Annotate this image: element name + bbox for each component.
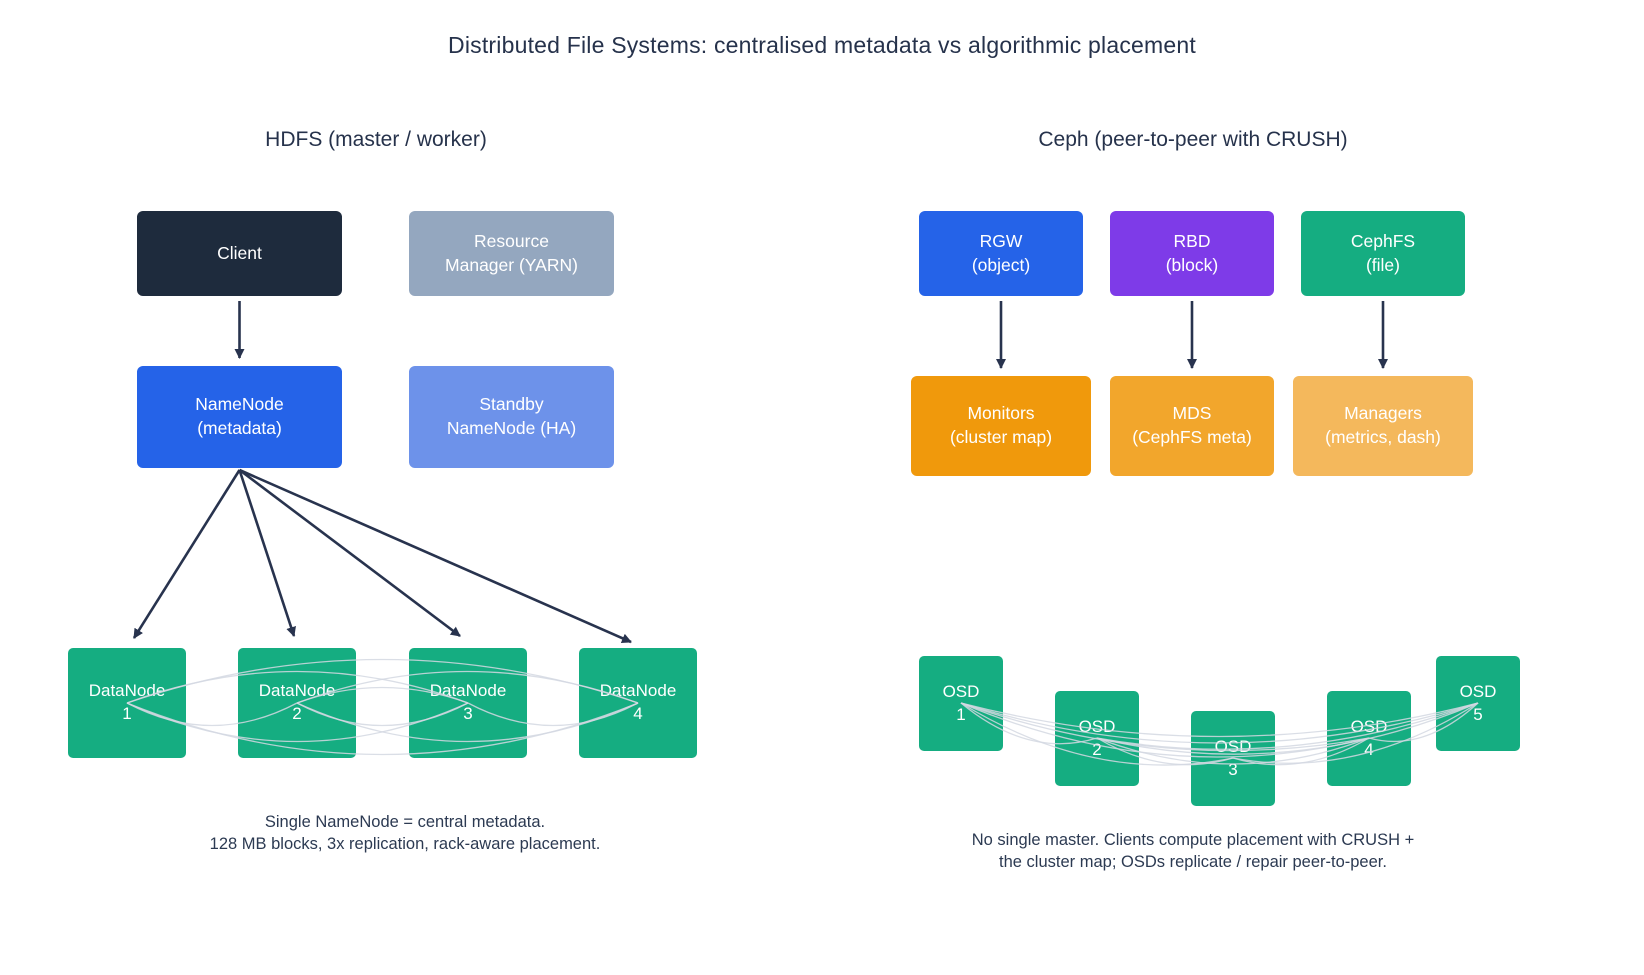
- datanode-mesh-lines: [126, 658, 639, 756]
- node-osd-5: OSD 5: [1436, 656, 1520, 751]
- arrow-namenode-to-datanode-2: [238, 469, 296, 637]
- node-osd-2: OSD 2: [1055, 691, 1139, 786]
- hdfs-section-heading: HDFS (master / worker): [265, 128, 487, 151]
- hdfs-caption: Single NameNode = central metadata. 128 …: [209, 813, 601, 853]
- ceph-section-heading: Ceph (peer-to-peer with CRUSH): [1038, 128, 1348, 151]
- node-rgw: RGW (object): [919, 211, 1083, 296]
- node-namenode: NameNode (metadata): [137, 366, 342, 468]
- node-datanode-4: DataNode 4: [579, 648, 697, 758]
- ceph-caption: No single master. Clients compute placem…: [971, 831, 1415, 871]
- arrow-namenode-to-datanode-1: [132, 469, 241, 639]
- ceph-arrows: [996, 301, 1388, 369]
- node-osd-1: OSD 1: [919, 656, 1003, 751]
- hdfs-arrows: [132, 301, 632, 644]
- node-resource-manager: Resource Manager (YARN): [409, 211, 614, 296]
- node-osd-4: OSD 4: [1327, 691, 1411, 786]
- node-client: Client: [137, 211, 342, 296]
- arrow-namenode-to-datanode-4: [238, 468, 632, 644]
- diagram-title: Distributed File Systems: centralised me…: [448, 32, 1196, 58]
- node-osd-3: OSD 3: [1191, 711, 1275, 806]
- node-mds: MDS (CephFS meta): [1110, 376, 1274, 476]
- arrow-namenode-to-datanode-3: [238, 468, 461, 638]
- node-cephfs: CephFS (file): [1301, 211, 1465, 296]
- node-datanode-3: DataNode 3: [409, 648, 527, 758]
- node-datanode-2: DataNode 2: [238, 648, 356, 758]
- node-standby-namenode: Standby NameNode (HA): [409, 366, 614, 468]
- node-monitors: Monitors (cluster map): [911, 376, 1091, 476]
- node-managers: Managers (metrics, dash): [1293, 376, 1473, 476]
- node-rbd: RBD (block): [1110, 211, 1274, 296]
- node-datanode-1: DataNode 1: [68, 648, 186, 758]
